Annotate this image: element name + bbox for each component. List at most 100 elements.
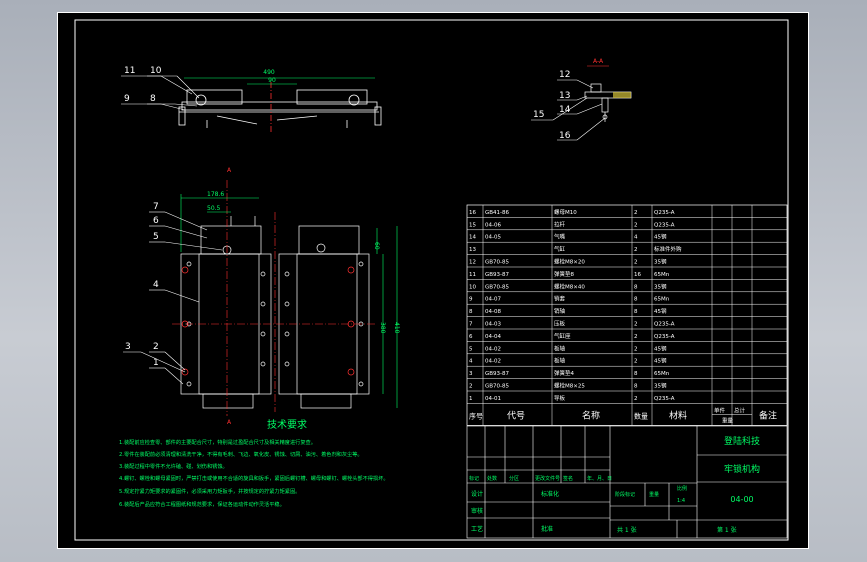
top-view-leaders <box>121 75 200 111</box>
bom-cell-qty: 8 <box>634 284 638 290</box>
bom-cell-seq: 5 <box>469 346 473 352</box>
tb-date: 年、月、日 <box>587 475 612 482</box>
section-marker-bottom: A <box>227 419 232 426</box>
tb-sheets-total: 共 1 张 <box>617 526 637 534</box>
bom-cell-material: 35钢 <box>654 282 667 290</box>
bom-cell-code: 04-02 <box>485 359 501 365</box>
bom-cell-seq: 8 <box>469 309 473 315</box>
bom-cell-code: 04-01 <box>485 396 501 402</box>
bom-cell-qty: 2 <box>634 334 638 340</box>
bom-cell-seq: 12 <box>469 260 476 266</box>
tb-review: 审核 <box>471 507 483 515</box>
tech-line: 6.装配后产品应符合工程图纸和规范要求，保证各运动件动作灵活平稳。 <box>119 500 285 508</box>
bom-cell-seq: 15 <box>469 222 476 228</box>
bom-cell-seq: 14 <box>469 235 476 241</box>
tb-stage: 阶段标记 <box>615 491 635 498</box>
bom-header: 总计 <box>734 406 746 414</box>
bom-cell-material: Q235-A <box>654 322 675 328</box>
callout-4: 4 <box>153 280 159 290</box>
tb-design: 设计 <box>471 490 483 498</box>
top-view-right-clamp <box>296 89 368 105</box>
bom-cell-material: 65Mn <box>654 272 670 278</box>
tech-title: 技术要求 <box>267 418 307 431</box>
dim-plan-b: 50.5 <box>207 205 221 212</box>
callout-12: 12 <box>559 70 570 80</box>
bom-cell-name: 气嘴 <box>554 233 566 241</box>
bom-header: 序号 <box>469 411 483 420</box>
bom-cell-seq: 10 <box>469 284 476 290</box>
callout-1: 1 <box>153 358 159 368</box>
bom-cell-name: 气缸座 <box>554 332 571 340</box>
bom-cell-name: 弹簧垫8 <box>554 270 575 278</box>
bom-cell-code: 04-06 <box>485 222 501 228</box>
section-marker-top: A <box>227 167 232 174</box>
bom-cell-material: 45钢 <box>654 344 667 352</box>
bom-cell-seq: 7 <box>469 322 473 328</box>
bom-cell-code: GB93-87 <box>485 272 510 278</box>
bom-cell-seq: 3 <box>469 371 473 377</box>
bom-cell-material: Q235-A <box>654 396 675 402</box>
callout-11: 11 <box>124 66 135 76</box>
dim-plan-a: 178.6 <box>207 191 224 198</box>
bom-cell-qty: 2 <box>634 322 638 328</box>
tb-drawing-no: 04-00 <box>730 495 753 504</box>
bom-cell-material: 35钢 <box>654 382 667 390</box>
top-view-left-clamp <box>186 89 243 105</box>
bom-cell-code: GB70-85 <box>485 384 510 390</box>
top-view-base <box>181 101 378 111</box>
outer-border <box>57 12 809 549</box>
callout-14: 14 <box>559 105 571 115</box>
dim-plan-right-1: 60 <box>373 242 380 250</box>
bom-frame <box>466 204 788 426</box>
callout-16: 16 <box>559 131 571 141</box>
bom-header: 重量 <box>722 416 734 424</box>
callout-9: 9 <box>124 94 130 104</box>
cad-viewport[interactable]: 490 90 11 10 9 8 A-A 12 13 14 15 16 A A <box>57 12 809 549</box>
drawing-canvas: 490 90 11 10 9 8 A-A 12 13 14 15 16 A A <box>57 12 809 549</box>
bom-cell-name: 销轴 <box>554 307 566 315</box>
section-hatch <box>613 92 631 98</box>
bom-header: 材料 <box>669 409 687 421</box>
bom-cell-qty: 4 <box>634 235 638 241</box>
bom-cell-qty: 8 <box>634 297 638 303</box>
tb-zone: 分区 <box>509 475 519 482</box>
tb-weight: 重量 <box>649 491 659 498</box>
bom-cell-name: 螺母M10 <box>554 208 577 216</box>
tech-line: 2.零件在装配前必须清理和清洗干净，不得有毛刺、飞边、氧化皮、锈蚀、切屑、油污、… <box>119 450 363 458</box>
callout-7: 7 <box>153 202 159 212</box>
dim-top-overall: 490 <box>263 69 275 76</box>
plan-right-cylinder <box>298 225 360 255</box>
tech-line: 5.规定拧紧力矩要求的紧固件，必须采用力矩扳手，并按规定的拧紧力矩紧固。 <box>119 487 300 495</box>
dim-plan-right-3: 410 <box>393 322 400 334</box>
title-block <box>466 425 788 539</box>
bom-cell-name: 压板 <box>554 320 566 328</box>
bom-cell-material: Q235-A <box>654 334 675 340</box>
dim-top-half: 90 <box>268 77 276 84</box>
bom-cell-code: GB70-85 <box>485 260 510 266</box>
bom-cell-qty: 2 <box>634 359 638 365</box>
top-view <box>178 89 382 128</box>
tech-line: 1.装配前应检查零、部件的主要配合尺寸，特别是过盈配合尺寸及相关精度进行复查。 <box>119 438 316 446</box>
bom-cell-material: 35钢 <box>654 258 667 266</box>
tb-sheet-no: 第 1 张 <box>717 526 737 534</box>
bom-header: 单件 <box>714 406 726 414</box>
bom-cell-name: 螺栓M8×20 <box>554 258 585 266</box>
tb-process: 工艺 <box>471 525 483 533</box>
bom-cell-name: 拉杆 <box>554 220 566 228</box>
section-view <box>584 83 632 122</box>
bom-cell-seq: 6 <box>469 334 473 340</box>
bom-cell-code: GB93-87 <box>485 371 510 377</box>
bom-cell-code: 04-07 <box>485 297 501 303</box>
top-view-left-pin <box>195 94 207 106</box>
bom-header: 数量 <box>634 411 648 420</box>
bom-cell-name: 弹簧垫4 <box>554 369 575 377</box>
bom-cell-qty: 2 <box>634 396 638 402</box>
tech-line: 4.螺钉、螺栓和螺母紧固时，严禁打击或使用不合适的旋具和扳手，紧固后螺钉槽、螺母… <box>119 474 389 482</box>
bom-cell-qty: 8 <box>634 371 638 377</box>
bom-cell-code: 04-05 <box>485 235 501 241</box>
tb-approve: 批准 <box>541 525 553 533</box>
tb-drawing-title: 牢锁机构 <box>724 463 760 475</box>
bom-cell-material: 标准件外购 <box>654 245 682 253</box>
bom-cell-qty: 2 <box>634 346 638 352</box>
